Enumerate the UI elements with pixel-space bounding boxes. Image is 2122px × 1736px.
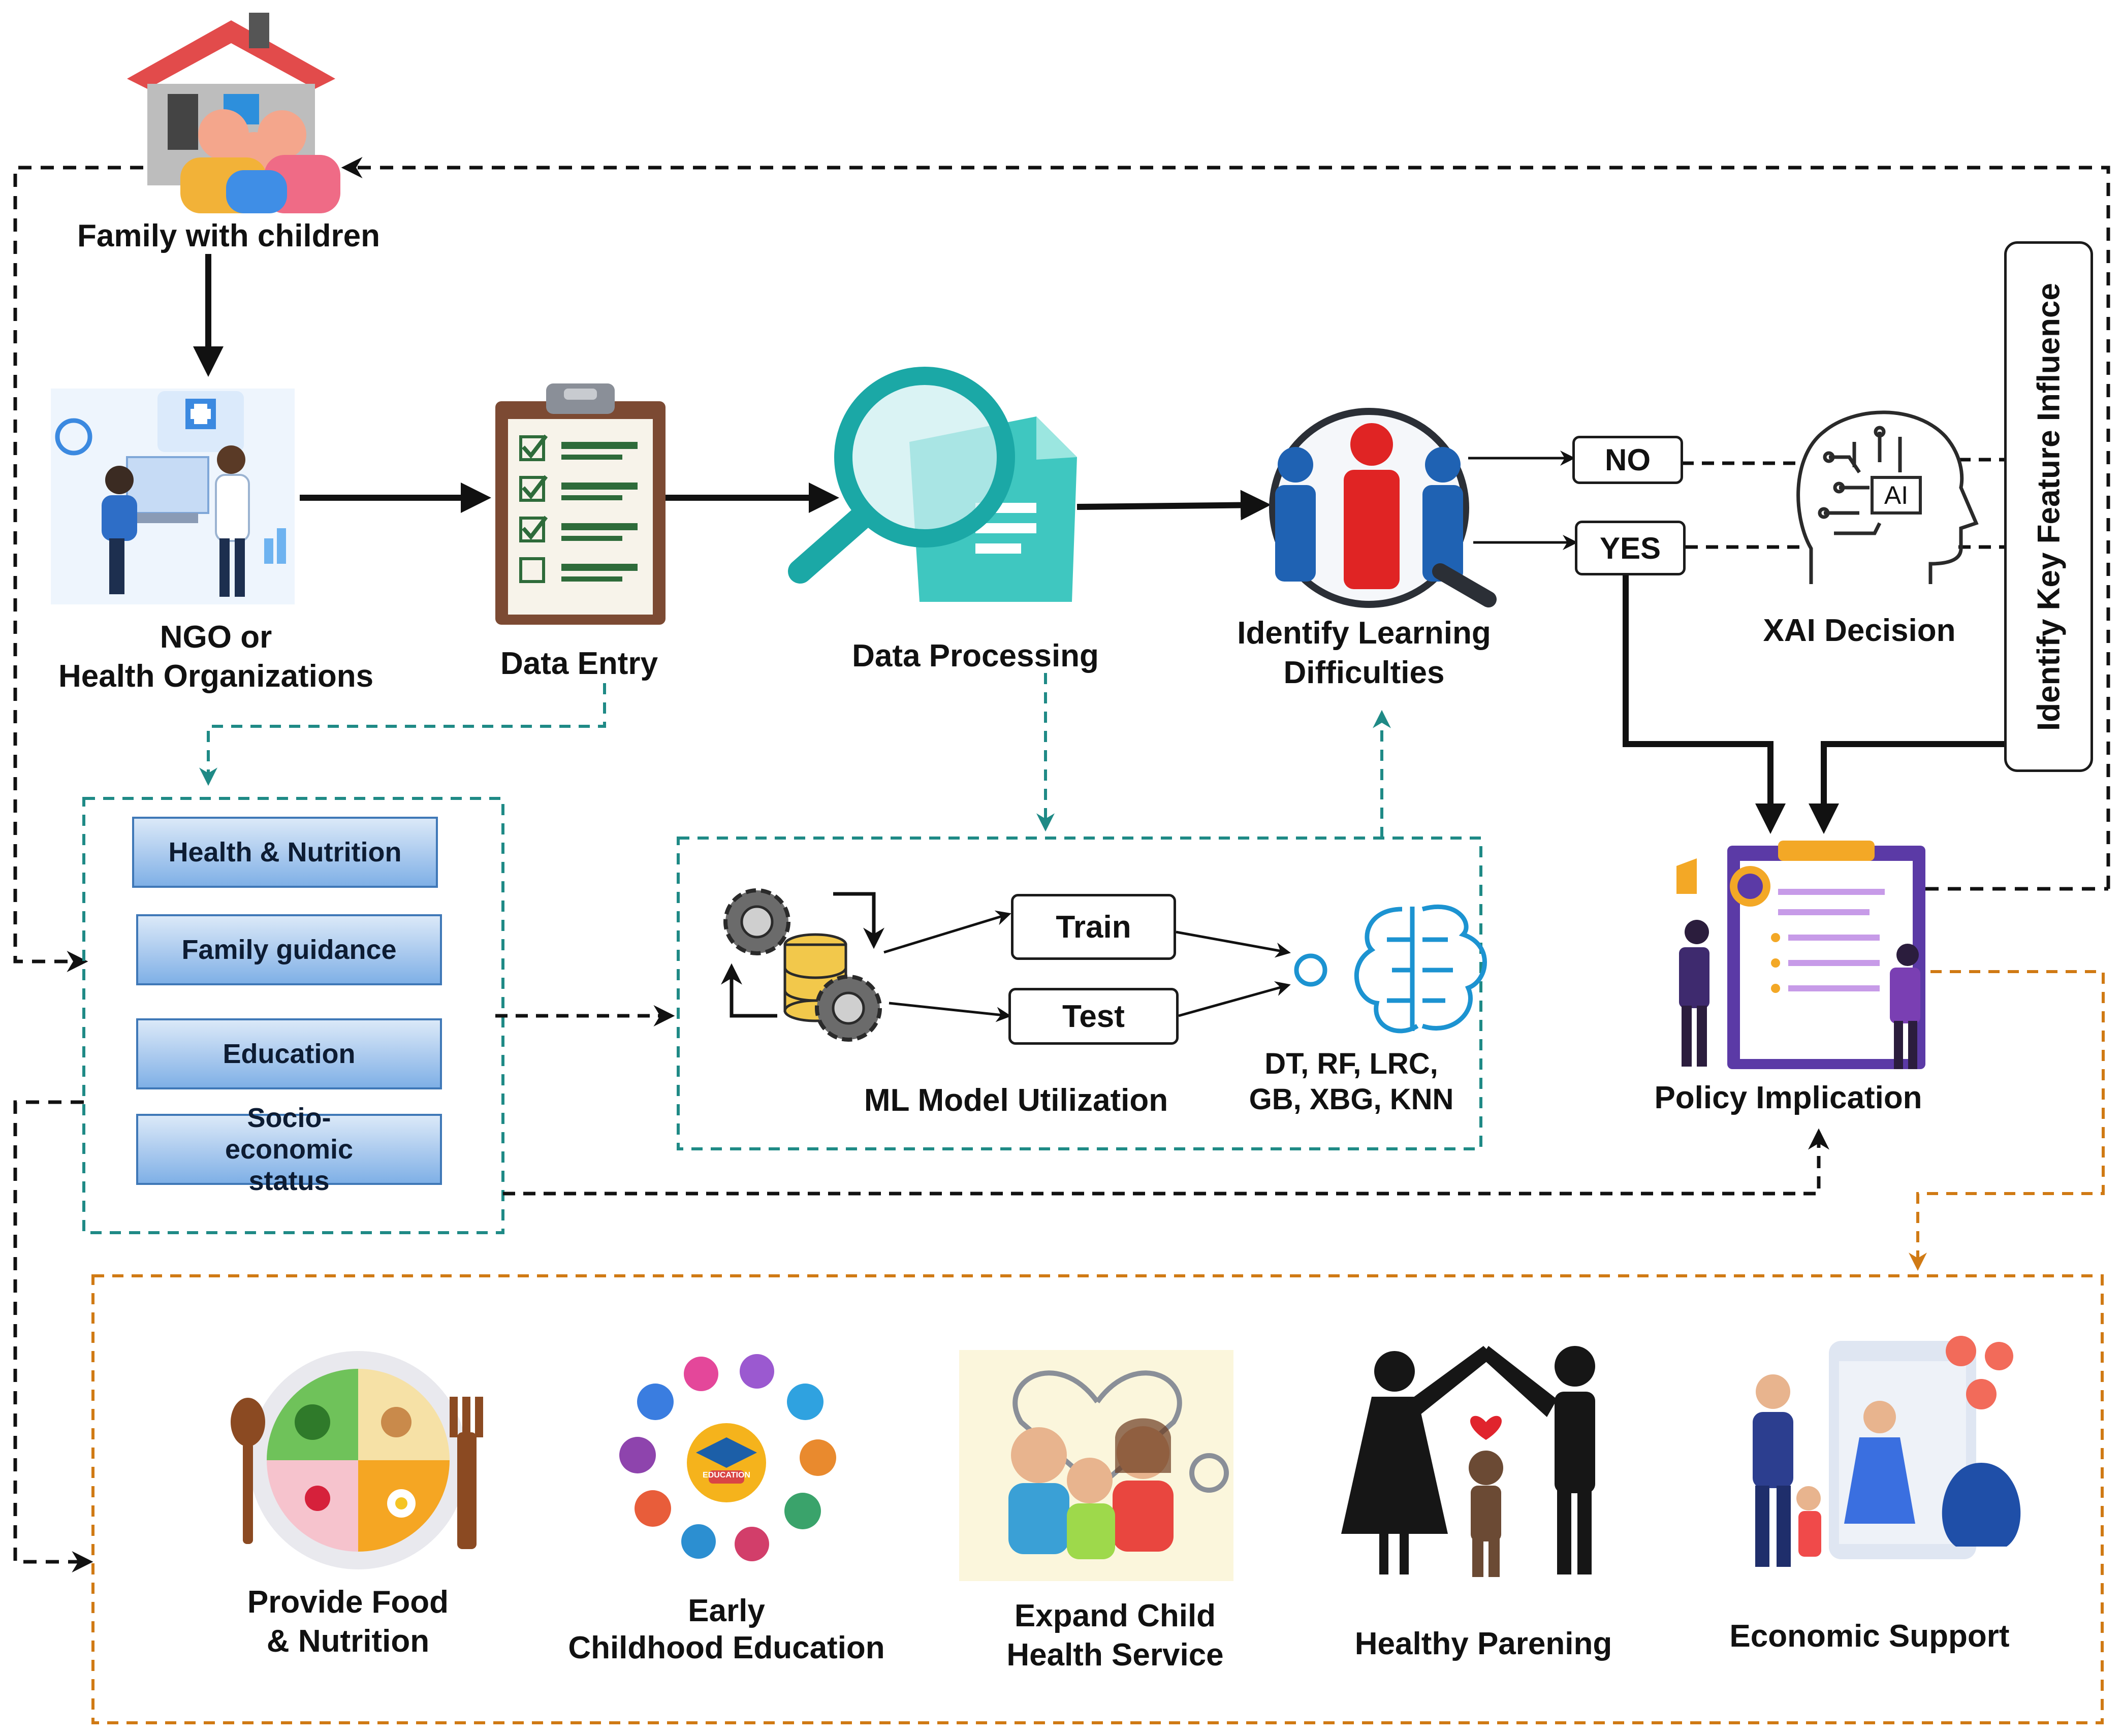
policy-clipboard-icon <box>1676 841 1925 1069</box>
yes-decision-box: YES <box>1575 521 1686 575</box>
ngo-illustration-icon <box>51 389 295 604</box>
category-health-nutrition: Health & Nutrition <box>132 817 438 888</box>
parenting-silhouette-icon <box>1341 1346 1595 1577</box>
family-label: Family with children <box>77 218 380 253</box>
factor-categories-frame <box>82 797 504 1234</box>
models-line1: DT, RF, LRC, <box>1264 1047 1438 1080</box>
teal-connectors <box>199 673 1391 838</box>
decision-arrows <box>1468 451 1578 550</box>
education-circle-icon <box>619 1354 836 1561</box>
edu-label-line2: Childhood Education <box>568 1630 885 1665</box>
data-processing-icon <box>788 367 1077 602</box>
category-family-guidance: Family guidance <box>136 914 442 985</box>
xai-head-icon <box>1796 410 1979 584</box>
ai-chip-label: AI <box>1884 481 1909 509</box>
key-feature-box: Identify Key Feature Influence <box>2004 241 2093 772</box>
education-badge-label: EDUCATION <box>703 1471 750 1480</box>
food-label-line1: Provide Food <box>247 1585 449 1620</box>
house-family-icon <box>127 13 340 213</box>
feedback-loop <box>13 157 2110 1572</box>
economic-label: Economic Support <box>1729 1619 2010 1654</box>
child-health-family-icon <box>959 1350 1233 1581</box>
train-box: Train <box>1011 894 1176 960</box>
health-label-line2: Health Service <box>1006 1637 1224 1673</box>
ml-gears-database-icon <box>721 888 884 1042</box>
health-label-line1: Expand Child <box>1014 1598 1216 1633</box>
models-line2: GB, XBG, KNN <box>1249 1083 1454 1116</box>
policy-label: Policy Implication <box>1654 1080 1922 1115</box>
ml-title: ML Model Utilization <box>864 1083 1168 1118</box>
clipboard-checklist-icon <box>495 383 666 625</box>
ai-brain-icon <box>1294 904 1487 1034</box>
economic-support-icon <box>1753 1336 2021 1567</box>
orange-connectors <box>1909 970 2105 1271</box>
data-processing-label: Data Processing <box>852 638 1099 673</box>
key-feature-label: Identify Key Feature Influence <box>2031 282 2066 731</box>
parenting-label: Healthy Parening <box>1354 1626 1612 1661</box>
food-label-line2: & Nutrition <box>266 1624 430 1659</box>
edu-label-line1: Early <box>688 1593 765 1628</box>
test-box: Test <box>1008 988 1179 1045</box>
learning-difficulties-icon <box>1269 408 1497 608</box>
ml-arrows <box>883 910 1291 1022</box>
no-decision-box: NO <box>1572 436 1683 484</box>
identify-label-line1: Identify Learning <box>1237 616 1491 651</box>
outcomes-frame <box>91 1274 2104 1724</box>
main-flow-arrows <box>193 254 2004 834</box>
category-connectors <box>495 1005 1829 1196</box>
ngo-label-line1: NGO or <box>160 620 272 655</box>
data-entry-label: Data Entry <box>500 646 658 681</box>
xai-dashes <box>1682 458 2004 549</box>
ngo-label-line2: Health Organizations <box>58 659 374 694</box>
xai-decision-label: XAI Decision <box>1763 613 1956 648</box>
category-education: Education <box>136 1018 442 1089</box>
ml-model-frame <box>677 837 1482 1150</box>
food-plate-icon <box>231 1351 483 1569</box>
identify-label-line2: Difficulties <box>1283 655 1445 690</box>
category-socio-economic: Socio-economic status <box>136 1103 442 1196</box>
